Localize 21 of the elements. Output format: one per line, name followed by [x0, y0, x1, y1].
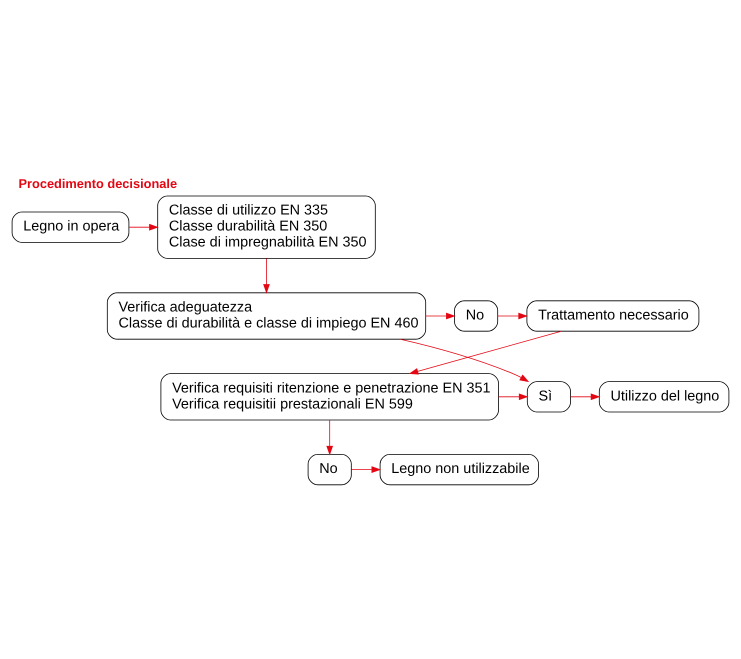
node-box: No — [454, 300, 498, 332]
arrow — [263, 258, 270, 294]
arrow — [498, 392, 528, 400]
arrow — [497, 312, 528, 319]
arrow — [351, 466, 382, 472]
node-box: Utilizzo del legno — [598, 380, 730, 412]
node-box: Sì — [526, 380, 571, 412]
arrow — [326, 419, 334, 455]
arrow — [408, 330, 562, 374]
node-box: Legno in opera — [12, 211, 130, 242]
arrow — [425, 312, 456, 319]
node-box: Classe di utilizzo EN 335 Classe durabilità EN 350 Clase di impregnabilità EN 350 — [157, 195, 376, 258]
arrow — [128, 223, 159, 230]
diagram-title: Procedimento decisionale — [18, 175, 178, 190]
node-box: Verifica adeguatezza Classe di durabilità e classe di impiego EN 460 — [106, 292, 426, 340]
arrow — [400, 338, 530, 382]
node-box: Trattamento necessario — [526, 300, 700, 332]
arrow — [570, 392, 600, 400]
node-box: No — [308, 454, 352, 485]
node-box: Legno non utilizzabile — [380, 454, 539, 485]
node-box: Verifica requisiti ritenzione e penetrazione EN 351 Verifica requisitii prestazionali EN 599 — [160, 372, 499, 420]
